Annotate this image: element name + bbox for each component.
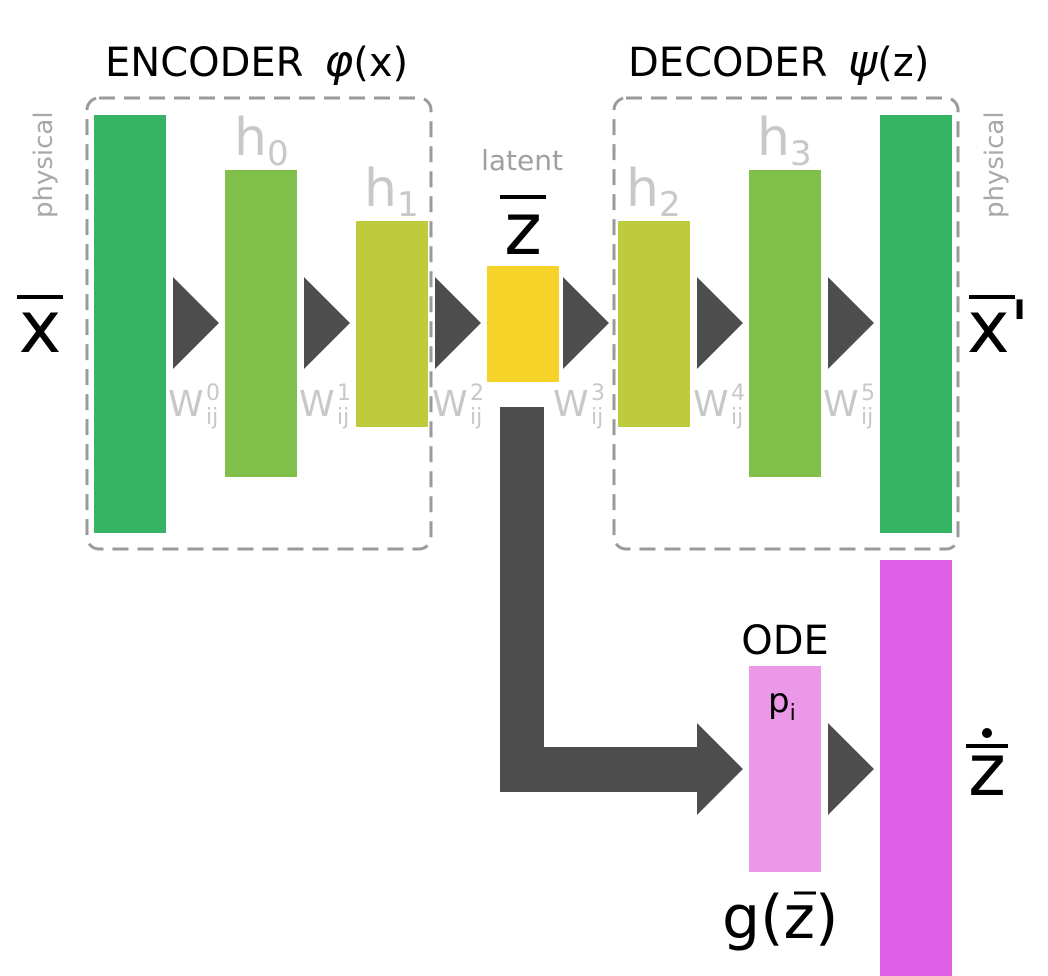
svg-text:0: 0: [206, 381, 220, 406]
svg-text:x: x: [19, 285, 62, 369]
x-symbol: x: [17, 285, 63, 369]
arrow-w5: [828, 277, 874, 369]
svg-text:5: 5: [861, 381, 875, 406]
h2-label: h2: [626, 159, 681, 225]
latent-layer: [487, 266, 559, 382]
svg-text:W: W: [693, 384, 729, 425]
svg-text:W: W: [299, 384, 335, 425]
arrow-w1: [304, 277, 350, 369]
input-layer: [94, 115, 166, 533]
svg-text:ij: ij: [206, 405, 218, 430]
weight-w3: W 3 ij: [553, 381, 605, 430]
x-prime-symbol: x': [967, 285, 1029, 369]
arrow-w3: [563, 277, 609, 369]
z-dot-symbol: z: [966, 728, 1008, 812]
latent-to-ode-arrow: [500, 407, 743, 815]
hidden-layer-h2: [618, 221, 690, 427]
zdot-layer: [880, 560, 952, 976]
svg-text:ij: ij: [731, 405, 743, 430]
z-latent-symbol: z: [500, 187, 546, 271]
svg-text:W: W: [168, 384, 204, 425]
h3-label: h3: [757, 108, 812, 174]
ode-title: ODE: [741, 618, 829, 664]
ode-param: pi: [768, 681, 796, 726]
output-layer: [880, 115, 952, 533]
physical-label-left: physical: [29, 111, 59, 218]
svg-text:4: 4: [731, 381, 745, 406]
h1-label: h1: [364, 159, 419, 225]
svg-text:ij: ij: [337, 405, 349, 430]
weight-w5: W 5 ij: [823, 381, 875, 430]
hidden-layer-h0: [225, 170, 297, 477]
hidden-layer-h1: [356, 221, 428, 427]
h0-label: h0: [234, 108, 289, 174]
svg-text:g(z): g(z): [722, 883, 838, 953]
encoder-box: [85, 96, 433, 551]
latent-label: latent: [481, 144, 563, 177]
weight-w1: W 1 ij: [299, 381, 351, 430]
svg-text:2: 2: [470, 381, 484, 406]
svg-text:W: W: [823, 384, 859, 425]
svg-text:ij: ij: [861, 405, 873, 430]
arrow-w0: [173, 277, 219, 369]
svg-text:ij: ij: [591, 405, 603, 430]
svg-text:1: 1: [337, 381, 351, 406]
g-function-label: g(z): [722, 883, 838, 953]
svg-text:W: W: [432, 384, 468, 425]
weight-w2: W 2 ij: [432, 381, 484, 430]
decoder-box: [612, 96, 960, 551]
decoder-title: DECODER ψ(z): [628, 36, 929, 87]
arrow-ode: [828, 723, 874, 815]
encoder-title: ENCODER φ(x): [105, 36, 408, 87]
svg-text:W: W: [553, 384, 589, 425]
arrow-w4: [697, 277, 743, 369]
svg-text:z: z: [968, 728, 1006, 812]
svg-text:3: 3: [591, 381, 605, 406]
ode-layer: [749, 666, 821, 872]
physical-label-right: physical: [980, 111, 1010, 218]
hidden-layer-h3: [749, 170, 821, 477]
weight-w0: W 0 ij: [168, 381, 220, 430]
svg-text:ij: ij: [470, 405, 482, 430]
svg-text:x': x': [967, 285, 1029, 369]
svg-text:z: z: [504, 187, 542, 271]
weight-w4: W 4 ij: [693, 381, 745, 430]
arrow-w2: [435, 277, 481, 369]
